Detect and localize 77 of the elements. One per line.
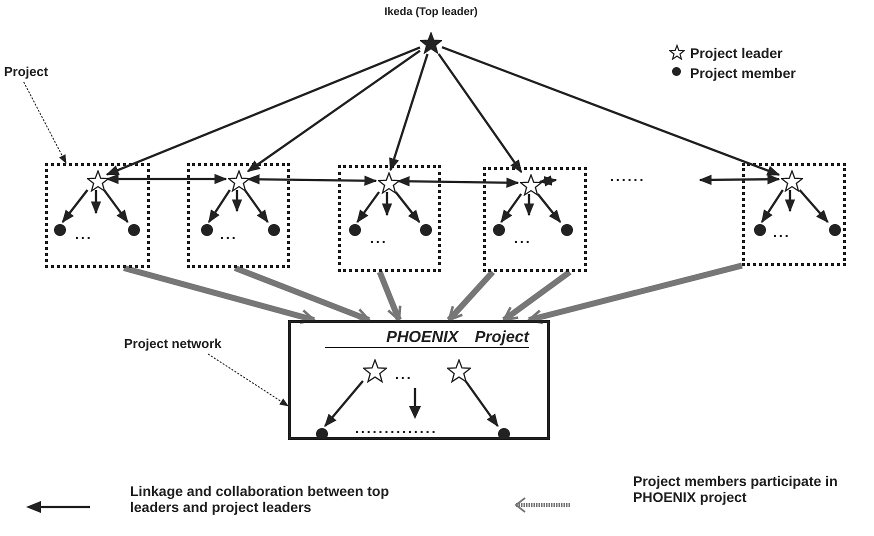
- network-box: [288, 320, 550, 440]
- participation-arrow: [528, 262, 743, 324]
- arrow: [500, 193, 522, 224]
- ellipsis: ...: [220, 226, 238, 242]
- participation-arrow: [234, 265, 370, 323]
- arrow: [464, 380, 499, 428]
- ellipsis: ...: [370, 230, 388, 246]
- member-dot: [420, 224, 432, 236]
- leader-line: [208, 354, 289, 406]
- project-box: [338, 165, 441, 272]
- arrow: [394, 191, 420, 224]
- ellipsis: ...: [514, 230, 532, 246]
- arrow: [438, 53, 522, 174]
- participation-arrow: [376, 270, 402, 322]
- leader-star: [520, 174, 542, 196]
- arrow: [538, 175, 558, 186]
- arrow: [244, 189, 269, 224]
- ellipsis: ..............: [355, 420, 438, 436]
- member-dot: [498, 428, 510, 440]
- participation-arrow: [502, 270, 572, 322]
- box-title: PHOENIX Project: [325, 329, 529, 348]
- arrow: [62, 189, 88, 224]
- legend-text: Project leader: [689, 45, 783, 62]
- arrow: [784, 190, 796, 212]
- ellipsis: ......: [610, 168, 646, 184]
- arrow: [382, 192, 392, 216]
- arrow: [106, 174, 228, 184]
- legend-text: Project members participate in PHOENIX project: [633, 473, 839, 506]
- ellipsis: ...: [75, 226, 93, 242]
- arrow: [760, 189, 784, 224]
- project-box: [742, 163, 846, 266]
- member-dot: [348, 224, 360, 236]
- member-dot: [492, 224, 504, 236]
- leader-star: [780, 170, 802, 192]
- top-leader-star: [420, 32, 442, 54]
- leader-star: [362, 358, 386, 382]
- arrow: [389, 54, 429, 172]
- ellipsis: ...: [395, 366, 413, 382]
- arrow: [442, 46, 780, 176]
- member-dot: [754, 224, 766, 236]
- project-box: [45, 163, 150, 268]
- arrow: [396, 176, 520, 188]
- member-dot: [128, 224, 140, 236]
- arrow: [536, 193, 562, 224]
- callout-text: Project network: [124, 336, 249, 354]
- arrow: [106, 46, 420, 176]
- project-box: [483, 167, 587, 272]
- leader-star: [86, 170, 108, 192]
- arrow: [208, 189, 231, 224]
- arrow: [798, 189, 829, 223]
- member-dot: [560, 224, 572, 236]
- member-dot: [268, 224, 280, 236]
- member-dot: [200, 224, 212, 236]
- arrow: [698, 174, 780, 186]
- leader-star: [446, 358, 470, 382]
- leader-line: [23, 82, 66, 164]
- legend-text: Project member: [689, 65, 796, 82]
- arrow: [324, 380, 364, 427]
- arrow: [232, 190, 242, 212]
- arrow: [103, 189, 129, 224]
- node-caption: Ikeda (Top leader): [383, 6, 479, 19]
- participation-arrow: [446, 270, 495, 322]
- member-dot: [828, 224, 840, 236]
- legend-text: Linkage and collaboration between top leaders and project leaders: [130, 483, 390, 516]
- arrow: [524, 194, 534, 216]
- member-dot: [316, 428, 328, 440]
- arrow: [246, 174, 378, 186]
- leader-star: [228, 170, 250, 192]
- member-dot: [54, 224, 66, 236]
- participation-arrow: [123, 265, 316, 324]
- ellipsis: ...: [773, 224, 791, 240]
- arrow: [90, 190, 102, 214]
- arrow: [246, 50, 421, 172]
- arrow: [356, 191, 380, 224]
- callout-text: Project: [4, 64, 64, 82]
- leader-star: [378, 172, 400, 194]
- project-box: [187, 163, 290, 268]
